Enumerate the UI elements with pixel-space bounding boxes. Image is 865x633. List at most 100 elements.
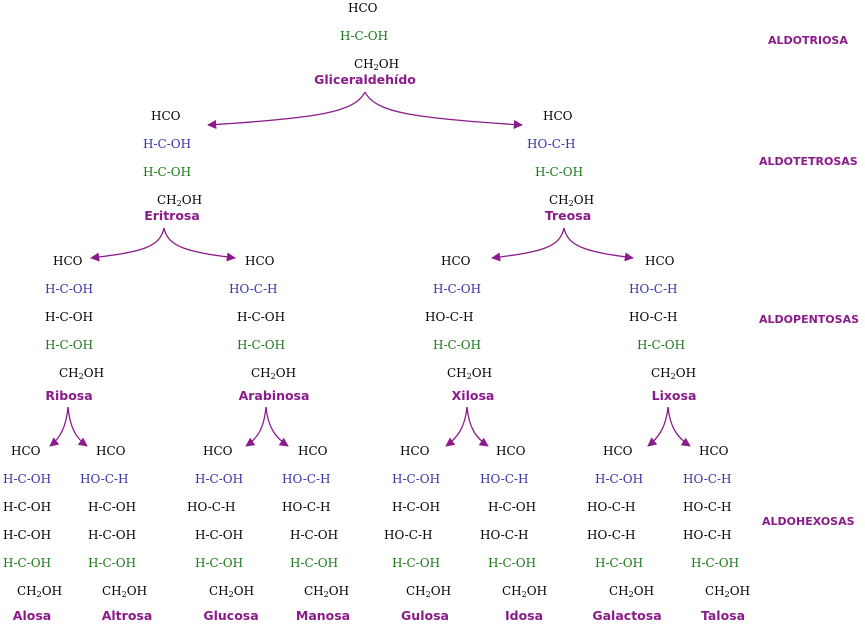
- formula-text: H-C-OH: [3, 472, 52, 486]
- formula-line: H-C-OH: [143, 158, 202, 186]
- arrow-arabinosa-manosa: [265, 406, 289, 447]
- formula-line: H-C-OH: [88, 549, 147, 577]
- formula-line: HO-C-H: [229, 275, 296, 303]
- arrow-ribosa-altrosa: [67, 406, 88, 447]
- formula-text: HCO: [645, 254, 675, 268]
- level-label-aldopentosas: ALDOPENTOSAS: [759, 313, 859, 326]
- formula-text: H-C-OH: [88, 556, 137, 570]
- formula-line: HCO: [433, 247, 492, 275]
- formula-line: CH2OH: [3, 577, 62, 605]
- arrow-treosa-xilosa: [491, 227, 565, 262]
- sugar-name-treosa: Treosa: [544, 208, 592, 223]
- formula-line: HCO: [488, 437, 547, 465]
- sugar-name-xilosa: Xilosa: [451, 388, 495, 403]
- formula-line: HCO: [3, 437, 62, 465]
- sugar-name-gliceraldehido: Gliceraldehído: [314, 72, 416, 87]
- formula-text: CH2OH: [251, 366, 297, 381]
- formula-line: H-C-OH: [3, 549, 62, 577]
- formula-line: HO-C-H: [80, 465, 147, 493]
- formula-line: HO-C-H: [683, 521, 750, 549]
- formula-line: HCO: [237, 247, 296, 275]
- formula-line: HO-C-H: [629, 275, 696, 303]
- arrow-xilosa-gulosa: [445, 406, 468, 447]
- formula-line: HO-C-H: [282, 465, 349, 493]
- formula-text: HO-C-H: [629, 310, 678, 324]
- formula-text: HO-C-H: [187, 500, 236, 514]
- formula-text: H-C-OH: [340, 29, 389, 43]
- formula-text: H-C-OH: [392, 500, 441, 514]
- formula-text: HCO: [603, 444, 633, 458]
- formula-text: HO-C-H: [229, 282, 278, 296]
- formula-text: H-C-OH: [637, 338, 686, 352]
- level-label-aldotetrosas: ALDOTETROSAS: [759, 155, 858, 168]
- formula-text: CH2OH: [705, 584, 751, 599]
- formula-text: HCO: [151, 109, 181, 123]
- formula-line: H-C-OH: [340, 22, 399, 50]
- formula-text: HO-C-H: [587, 528, 636, 542]
- formula-line: H-C-OH: [691, 549, 750, 577]
- formula-line: H-C-OH: [433, 275, 492, 303]
- formula-text: H-C-OH: [88, 528, 137, 542]
- formula-line: CH2OH: [195, 577, 254, 605]
- formula-text: H-C-OH: [195, 472, 244, 486]
- formula-line: HO-C-H: [683, 465, 750, 493]
- formula-line: H-C-OH: [290, 549, 349, 577]
- formula-text: H-C-OH: [45, 282, 94, 296]
- formula-text: H-C-OH: [237, 310, 286, 324]
- formula-text: H-C-OH: [595, 472, 644, 486]
- formula-line: HO-C-H: [527, 130, 594, 158]
- formula-text: H-C-OH: [290, 556, 339, 570]
- formula-line: HCO: [535, 102, 594, 130]
- formula-line: H-C-OH: [88, 493, 147, 521]
- sugar-name-alosa: Alosa: [12, 608, 52, 623]
- formula-line: HCO: [143, 102, 202, 130]
- arrow-gliceraldehido-treosa: [364, 91, 523, 130]
- formula-text: CH2OH: [447, 366, 493, 381]
- formula-text: H-C-OH: [143, 165, 192, 179]
- formula-line: H-C-OH: [195, 549, 254, 577]
- formula-text: HCO: [699, 444, 729, 458]
- formula-text: H-C-OH: [691, 556, 740, 570]
- formula-text: HCO: [400, 444, 430, 458]
- formula-line: H-C-OH: [45, 331, 104, 359]
- sugar-name-altrosa: Altrosa: [101, 608, 153, 623]
- formula-text: HO-C-H: [527, 137, 576, 151]
- arrow-lixosa-talosa: [667, 406, 691, 447]
- formula-line: H-C-OH: [392, 493, 451, 521]
- formula-line: HCO: [195, 437, 254, 465]
- formula-line: CH2OH: [340, 50, 399, 78]
- formula-text: CH2OH: [502, 584, 548, 599]
- formula-text: HCO: [53, 254, 83, 268]
- arrow-eritrosa-arabinosa: [163, 227, 236, 262]
- formula-line: CH2OH: [237, 359, 296, 387]
- formula-text: HO-C-H: [587, 500, 636, 514]
- formula-text: HO-C-H: [480, 528, 529, 542]
- formula-line: H-C-OH: [3, 493, 62, 521]
- formula-text: HCO: [348, 1, 378, 15]
- formula-line: H-C-OH: [488, 493, 547, 521]
- formula-line: H-C-OH: [195, 521, 254, 549]
- formula-text: H-C-OH: [433, 338, 482, 352]
- formula-text: H-C-OH: [392, 556, 441, 570]
- formula-line: H-C-OH: [143, 130, 202, 158]
- structure-lixosa: HCO HO-C-H HO-C-H H-C-OH CH2OH: [629, 247, 696, 387]
- formula-text: H-C-OH: [290, 528, 339, 542]
- formula-text: H-C-OH: [595, 556, 644, 570]
- formula-line: CH2OH: [488, 577, 547, 605]
- formula-line: HCO: [637, 247, 696, 275]
- formula-line: HCO: [88, 437, 147, 465]
- formula-line: CH2OH: [637, 359, 696, 387]
- formula-text: H-C-OH: [488, 500, 537, 514]
- level-label-aldotriosa: ALDOTRIOSA: [768, 34, 848, 47]
- formula-text: CH2OH: [59, 366, 105, 381]
- formula-line: HCO: [691, 437, 750, 465]
- formula-line: H-C-OH: [637, 331, 696, 359]
- formula-line: H-C-OH: [88, 521, 147, 549]
